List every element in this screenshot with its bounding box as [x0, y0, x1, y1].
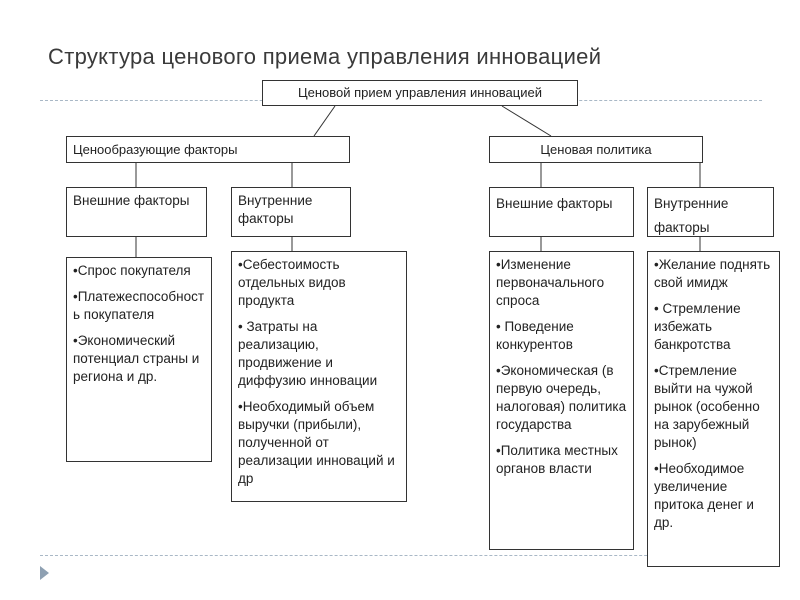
group-right-internal: Внутренние факторы [647, 187, 774, 237]
connector-root-left [313, 105, 336, 137]
connector-root-right [501, 105, 552, 137]
group-left-internal: Внутренние факторы [231, 187, 351, 237]
list-left-internal: •Себестоимость отдельных видов продукта … [231, 251, 407, 502]
branch-pricing-policy: Ценовая политика [489, 136, 703, 163]
list-item: • Затраты на реализацию, продвижение и д… [238, 319, 378, 388]
bottom-divider [40, 555, 762, 556]
list-item: •Спрос покупателя [73, 263, 191, 278]
list-item: • Поведение конкурентов [496, 319, 574, 352]
list-item: •Необходимый объем выручки (прибыли), по… [238, 399, 395, 486]
list-item: •Экономический потенциал страны и регион… [73, 333, 200, 384]
group-right-external: Внешние факторы [489, 187, 634, 237]
page-title: Структура ценового приема управления инн… [48, 44, 602, 69]
list-item: • Стремление избежать банкротства [654, 301, 741, 352]
list-item: •Стремление выйти на чужой рынок (особен… [654, 363, 760, 450]
group-left-external: Внешние факторы [66, 187, 207, 237]
list-item: •Политика местных органов власти [496, 443, 618, 476]
list-item: •Экономическая (в первую очередь, налого… [496, 363, 627, 432]
list-item: •Желание поднять свой имидж [654, 257, 771, 290]
list-item: •Себестоимость отдельных видов продукта [238, 257, 346, 308]
nav-arrow-icon[interactable] [40, 566, 49, 580]
root-box: Ценовой прием управления инновацией [262, 80, 578, 106]
list-item: •Изменение первоначального спроса [496, 257, 605, 308]
branch-pricing-factors: Ценообразующие факторы [66, 136, 350, 163]
list-item: •Платежеспособность покупателя [73, 289, 205, 322]
list-right-external: •Изменение первоначального спроса • Пове… [489, 251, 634, 550]
list-right-internal: •Желание поднять свой имидж • Стремление… [647, 251, 780, 567]
list-item: •Необходимое увеличение притока денег и … [654, 461, 754, 530]
list-left-external: •Спрос покупателя •Платежеспособность по… [66, 257, 212, 462]
